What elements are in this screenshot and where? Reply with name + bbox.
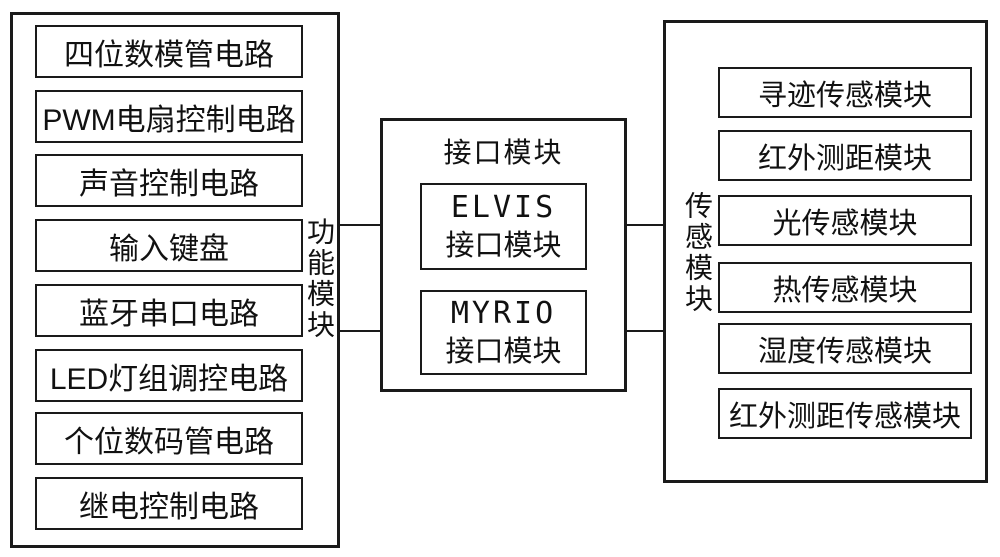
sensor-box-light: 光传感模块 xyxy=(718,195,972,246)
function-box-pwm-fan: PWM电扇控制电路 xyxy=(35,90,303,143)
myrio-sublabel: 接口模块 xyxy=(445,335,562,368)
function-box-sound-control: 声音控制电路 xyxy=(35,154,303,207)
sensor-module-panel: 传感模块 寻迹传感模块 红外测距模块 光传感模块 热传感模块 湿度传感模块 红外… xyxy=(663,20,988,483)
elvis-sublabel: 接口模块 xyxy=(445,229,562,262)
interface-module-panel: 接口模块 ELVIS 接口模块 MYRIO 接口模块 xyxy=(380,118,627,392)
function-box-input-keyboard: 输入键盘 xyxy=(35,219,303,272)
function-module-panel: 四位数模管电路 PWM电扇控制电路 声音控制电路 输入键盘 蓝牙串口电路 LED… xyxy=(10,12,340,548)
elvis-interface-box: ELVIS 接口模块 xyxy=(420,183,587,270)
interface-panel-title: 接口模块 xyxy=(443,137,564,168)
sensor-box-heat: 热传感模块 xyxy=(718,262,972,313)
function-box-led-group: LED灯组调控电路 xyxy=(35,349,303,402)
function-box-bluetooth-serial: 蓝牙串口电路 xyxy=(35,284,303,337)
sensor-box-ir-ranging-sensor: 红外测距传感模块 xyxy=(718,388,972,439)
sensor-box-humidity: 湿度传感模块 xyxy=(718,323,972,374)
elvis-label: ELVIS xyxy=(450,189,557,225)
myrio-label: MYRIO xyxy=(450,295,557,331)
myrio-interface-box: MYRIO 接口模块 xyxy=(420,290,587,375)
function-panel-label: 功能模块 xyxy=(304,217,335,341)
sensor-panel-label: 传感模块 xyxy=(682,191,713,315)
sensor-box-line-tracking: 寻迹传感模块 xyxy=(718,67,972,118)
sensor-box-ir-ranging: 红外测距模块 xyxy=(718,130,972,181)
function-box-1digit-tube: 个位数码管电路 xyxy=(35,412,303,465)
function-box-relay-control: 继电控制电路 xyxy=(35,477,303,530)
function-box-4digit-tube: 四位数模管电路 xyxy=(35,25,303,78)
